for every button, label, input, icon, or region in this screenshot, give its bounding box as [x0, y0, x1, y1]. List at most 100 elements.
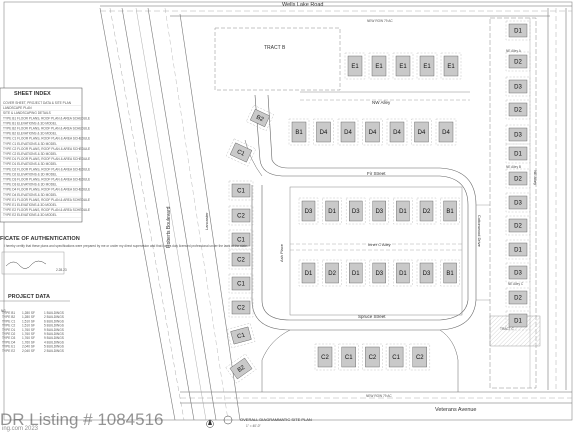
lot-d4-row: D4 — [313, 118, 334, 146]
lot-label: C1 — [237, 282, 245, 288]
project-data-cell: TYPE C2 — [2, 324, 16, 328]
lot-label: D4 — [320, 130, 328, 136]
wells-lake-road: Wells Lake Road NEW ROW 79 AC — [100, 2, 572, 23]
ne-alley-b-label: NE Alley B — [506, 165, 521, 169]
lot-label: D1 — [514, 29, 522, 35]
sheet-index-row: TYPE B2 ELEVATIONS & 3D MODEL — [3, 132, 57, 136]
project-data-cell: 9 BUILDINGS — [44, 332, 64, 336]
project-data-cell: 9 BUILDINGS — [44, 336, 64, 340]
lot-west-column: C1 — [228, 180, 254, 201]
sheet-index-row: TYPE C2 FLOOR PLANS, ROOF PLAN & AREA SC… — [3, 147, 90, 151]
sheet-index-row: TYPE E2 FLOOR PLANS, ROOF PLAN & AREA SC… — [3, 208, 90, 212]
lot-d4-row: B1 — [288, 118, 310, 146]
lot-e-row: E1 — [368, 52, 390, 80]
lot-label: D2 — [514, 108, 522, 114]
lot-label: D2 — [423, 209, 431, 215]
project-data-cell: 1,760 SF — [22, 328, 35, 332]
sheet-index-row: TYPE B1 FLOOR PLANS, ROOF PLAN & AREA SC… — [3, 116, 90, 120]
lot-label: E1 — [375, 64, 383, 70]
lot-west-column: C2 — [228, 297, 254, 318]
lot-west-column: C1 — [228, 229, 254, 250]
project-data-cell: TYPE E1 — [2, 345, 15, 349]
lot-label: D3 — [423, 271, 431, 277]
cottonwood-drive-label: Cottonwood Drive — [477, 215, 482, 248]
lot-label: C1 — [237, 238, 245, 244]
lot-east-column: D2 — [505, 168, 531, 189]
inner-alley-label: Inner C Alley — [368, 242, 391, 247]
site-watermark: ing.com 2023 — [2, 426, 39, 432]
project-data-cell: TYPE D3 — [2, 336, 16, 340]
lot-east-column: D2 — [505, 287, 531, 308]
plan-scale: 1" = 40'-0" — [246, 424, 261, 428]
lot-e-row: E1 — [440, 52, 462, 80]
ne-alley-label: NE Alley — [533, 170, 538, 185]
lot-label: E1 — [447, 64, 455, 70]
project-data-cell: TYPE B1 — [2, 311, 15, 315]
lot-east-column: D2 — [505, 215, 531, 236]
east-road: NE Alley — [533, 8, 567, 390]
nw-alley: NW Alley — [300, 91, 470, 105]
nw-alley-label: NW Alley — [372, 100, 391, 105]
spruce-street-label: Spruce Street — [358, 314, 386, 319]
sheet-index-row: TYPE D2 FLOOR PLANS, ROOF PLAN & AREA SC… — [3, 167, 90, 171]
project-data-cell: 1,760 SF — [22, 336, 35, 340]
lot-label: D3 — [375, 209, 383, 215]
certificate-date: 2.28.23 — [56, 268, 67, 272]
wells-lake-road-label: Wells Lake Road — [282, 2, 323, 8]
lot-label: C1 — [392, 355, 400, 361]
project-data-cell: 1,280 SF — [22, 311, 35, 315]
tract-c-label: TRACT C — [500, 327, 514, 331]
sheet-index-row: COVER SHEET, PROJECT DATA & SITE PLAN — [3, 101, 72, 105]
lot-east-column: D3 — [505, 192, 531, 213]
lot-east-column: D1 — [505, 20, 531, 41]
lot-label: D2 — [514, 60, 522, 66]
lot-label: D3 — [514, 85, 522, 91]
lot-e-row: E1 — [416, 52, 438, 80]
lot-label: C2 — [416, 355, 424, 361]
lot-west-column: C2 — [228, 249, 254, 270]
lot-label: B1 — [295, 130, 303, 136]
lot-label: D4 — [393, 130, 401, 136]
lot-label: D3 — [514, 133, 522, 139]
lot-label: D3 — [352, 209, 360, 215]
sheet-index-row: TYPE D3 ELEVATIONS & 3D MODEL — [3, 183, 57, 187]
lot-label: D1 — [399, 271, 407, 277]
lot-e-row: E1 — [392, 52, 414, 80]
lot-label: C2 — [369, 355, 377, 361]
ash-place-label: Ash Place — [279, 243, 284, 262]
lot-inner-top: D3 — [298, 197, 319, 225]
lot-west-column: C1 — [225, 138, 257, 167]
tract-b: TRACT B — [214, 27, 341, 91]
plan-title: OVERALL DIAGRAMMATIC SITE PLAN — [240, 417, 312, 422]
lot-east-column: D3 — [505, 262, 531, 283]
lot-label: D1 — [514, 152, 522, 158]
plan-title-marker — [223, 415, 233, 425]
lot-label: D1 — [514, 248, 522, 254]
lot-label: D2 — [514, 224, 522, 230]
project-data-cell: 2,040 SF — [22, 349, 35, 353]
signature-mark — [5, 260, 47, 269]
sheet-index-table: SHEET INDEX COVER SHEET, PROJECT DATA & … — [0, 87, 90, 223]
lot-label: D4 — [369, 130, 377, 136]
lot-label: D3 — [375, 271, 383, 277]
lot-inner-bottom: B1 — [440, 259, 460, 287]
lot-label: C1 — [345, 355, 353, 361]
project-data-cell: TYPE D1 — [2, 328, 16, 332]
lot-inner-bottom: D1 — [346, 259, 366, 287]
lot-label: B1 — [446, 271, 454, 277]
lot-inner-bottom: D3 — [369, 259, 389, 287]
lot-label: D1 — [305, 271, 313, 277]
tract-b-label: TRACT B — [264, 45, 286, 51]
sheet-index-row: TYPE E1 FLOOR PLANS, ROOF PLAN & AREA SC… — [3, 198, 90, 202]
sheet-index-row: TYPE D2 ELEVATIONS & 3D MODEL — [3, 172, 57, 176]
lot-inner-top: D1 — [322, 197, 342, 225]
sheet-index-row: TYPE C2 ELEVATIONS & 3D MODEL — [3, 152, 57, 156]
lot-label: D1 — [399, 209, 407, 215]
project-data-title: PROJECT DATA — [8, 294, 50, 300]
lot-label: D2 — [328, 271, 336, 277]
lot-west-column: C2 — [228, 205, 254, 226]
